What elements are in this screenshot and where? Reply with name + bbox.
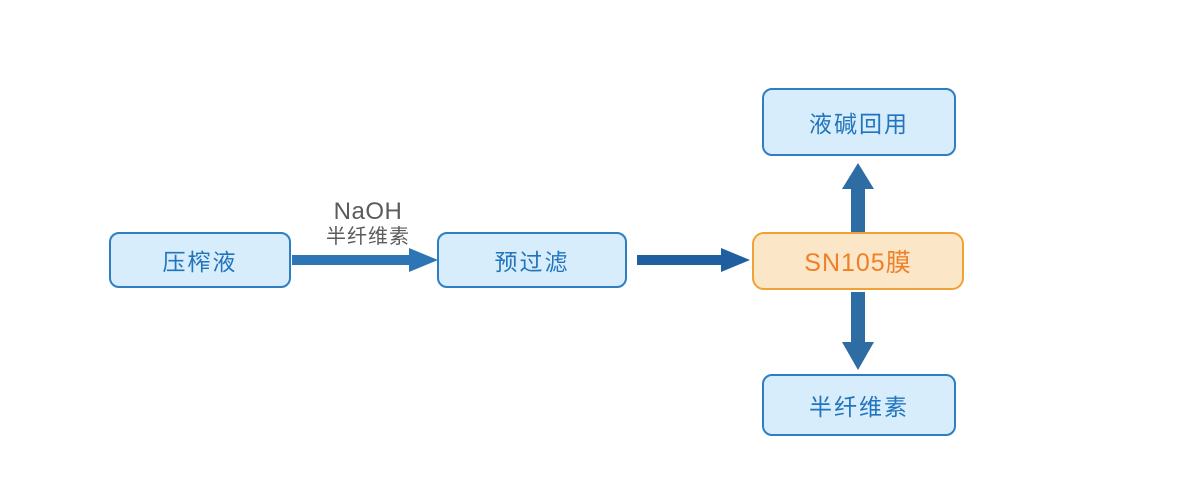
node-sn105-membrane[interactable]: SN105膜 [752,232,964,290]
arrow-right-yazhaye-to-yuguolv [292,248,438,272]
arrow-up-sn105-to-yejian [838,163,878,233]
node-sn105-membrane-label: SN105膜 [804,249,912,277]
node-yazhaye[interactable]: 压榨液 [109,232,291,288]
node-yejian-huiyong-label: 液碱回用 [809,111,909,137]
edge-label-naoh-line2: 半纤维素 [326,226,410,249]
node-yuguolv[interactable]: 预过滤 [437,232,627,288]
node-yejian-huiyong[interactable]: 液碱回用 [762,88,956,156]
arrow-right-yuguolv-to-sn105 [637,248,750,272]
edge-label-naoh-line1: NaOH [333,198,403,225]
arrow-down-sn105-to-banxianweisu [838,292,878,370]
node-yuguolv-label: 预过滤 [494,249,570,275]
node-banxianweisu-label: 半纤维素 [809,394,909,420]
node-banxianweisu[interactable]: 半纤维素 [762,374,956,436]
node-yazhaye-label: 压榨液 [162,249,238,275]
edge-label-naoh: NaOH 半纤维素 [295,198,441,250]
